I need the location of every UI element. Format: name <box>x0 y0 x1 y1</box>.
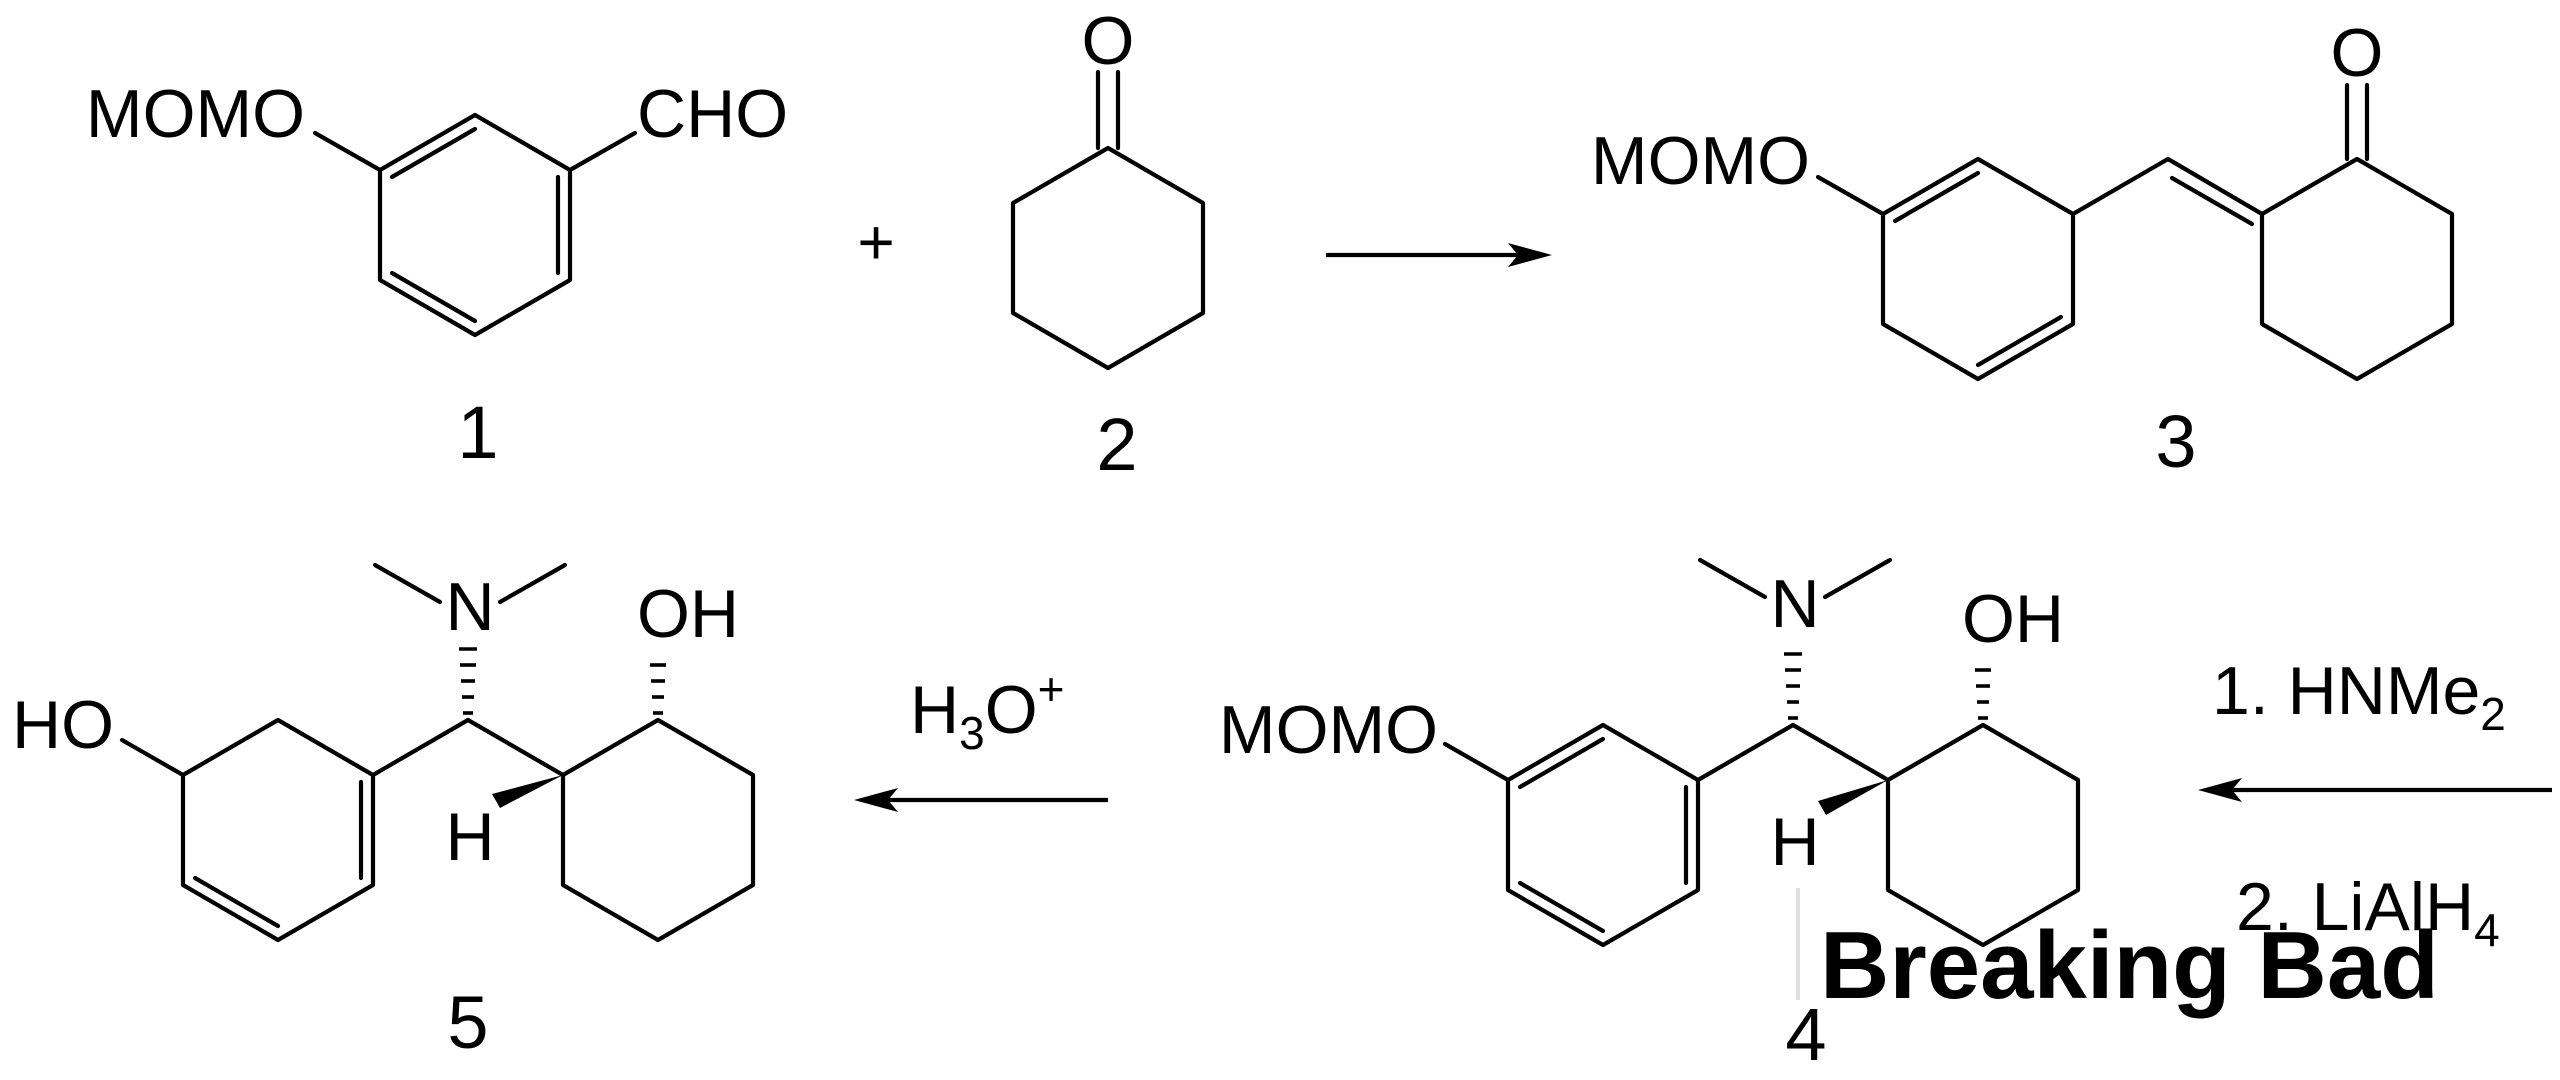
reagent-hydronium-o: O <box>985 672 1038 748</box>
compound-4-bonds <box>1442 557 2081 948</box>
compound-1-cho-label: CHO <box>637 76 788 152</box>
compound-3-momo-label: MOMO <box>1591 123 1810 199</box>
compound-5-bonds <box>119 562 756 943</box>
compound-1-number: 1 <box>457 391 498 474</box>
plus-sign: + <box>857 206 894 278</box>
reagent-lialh4-sub: 4 <box>2474 904 2500 956</box>
compound-2-carbonyl-oxygen: O <box>1082 3 1135 79</box>
compound-4-oh-label: OH <box>1962 581 2064 657</box>
watermark: Breaking Bad <box>1796 888 2439 1019</box>
compound-5-hashed-bond-oh <box>650 663 666 715</box>
compound-3-number: 3 <box>2155 400 2196 483</box>
compound-5-ho-label: HO <box>12 687 114 763</box>
reagent-hnme2: 1. HNMe2 <box>2212 653 2506 740</box>
compound-5: N OH HO H 5 <box>12 562 756 1064</box>
reagent-hnme2-sub: 2 <box>2480 688 2506 740</box>
compound-1-momo-label: MOMO <box>86 76 305 152</box>
compound-4-momo-label: MOMO <box>1219 692 1438 768</box>
compound-5-oh-label: OH <box>637 576 739 652</box>
compound-5-number: 5 <box>447 981 488 1064</box>
reagent-hydronium-sup: + <box>1038 663 1065 715</box>
compound-5-wedge-bond-h <box>492 775 563 808</box>
reaction-arrow-3 <box>854 788 1108 812</box>
compound-5-hashed-bond-n <box>459 647 477 715</box>
compound-4-number: 4 <box>1785 993 1826 1076</box>
compound-4-hydrogen: H <box>1770 804 1819 880</box>
compound-4-hashed-bond-oh <box>1975 668 1991 720</box>
compound-5-nitrogen: N <box>445 569 494 645</box>
reagent-hydronium: H3O+ <box>910 663 1064 759</box>
reagent-hydronium-sub: 3 <box>959 707 985 759</box>
watermark-text: Breaking Bad <box>1820 912 2439 1019</box>
compound-3-carbonyl-oxygen: O <box>2331 15 2384 91</box>
compound-4-hashed-bond-n <box>1784 652 1802 720</box>
reagent-lialh4-main: 2. LiAlH <box>2236 869 2474 945</box>
reaction-step-hydrolysis: H3O+ <box>854 663 1108 812</box>
compound-5-hydrogen: H <box>445 799 494 875</box>
reaction-step-amination: 1. HNMe2 2. LiAlH4 <box>2198 653 2552 956</box>
compound-1: MOMO CHO 1 <box>86 76 788 474</box>
compound-2-number: 2 <box>1096 403 1137 486</box>
compound-4: N OH MOMO H 4 <box>1219 557 2081 1076</box>
reagent-hydronium-h: H <box>910 672 959 748</box>
reagent-hnme2-main: 1. HNMe <box>2212 653 2480 729</box>
compound-2-bonds <box>1010 69 1206 371</box>
compound-3: MOMO O 3 <box>1591 15 2455 483</box>
compound-2: O 2 <box>1010 3 1206 486</box>
compound-4-wedge-bond-h <box>1818 780 1888 815</box>
reaction-arrow-2 <box>2198 778 2552 802</box>
compound-4-nitrogen: N <box>1770 566 1819 642</box>
reagent-lialh4: 2. LiAlH4 <box>2236 869 2500 956</box>
compound-3-bonds <box>1815 82 2455 382</box>
compound-1-bonds <box>312 112 638 338</box>
reaction-arrow-1 <box>1326 243 1552 267</box>
